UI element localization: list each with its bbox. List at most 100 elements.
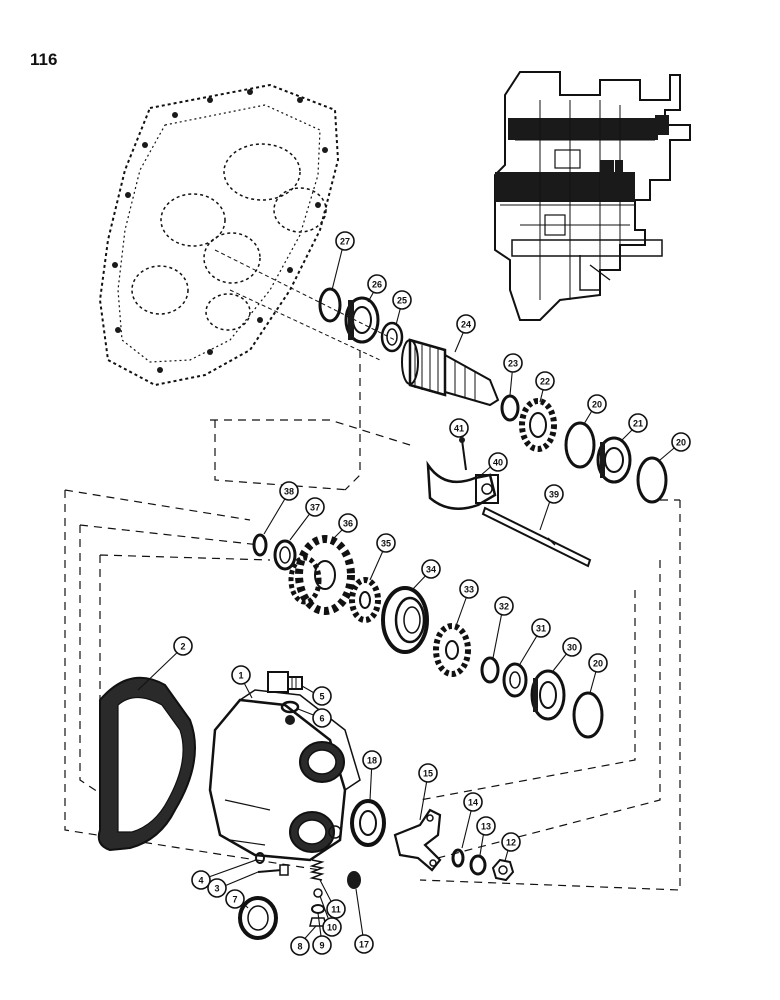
sectional-view [494, 71, 691, 321]
transmission-case-outline [98, 83, 396, 387]
callout-34: 34 [421, 559, 441, 579]
callout-label: 23 [508, 359, 518, 369]
callout-27: 27 [335, 231, 355, 251]
gear-22 [519, 398, 557, 452]
callout-20b: 20 [671, 432, 691, 452]
callout-40: 40 [488, 452, 508, 472]
bearing-31 [502, 662, 528, 698]
callout-label: 4 [198, 876, 203, 886]
callout-balloons: 2726252423222021204140393837363534333231… [173, 231, 691, 956]
callout-label: 20 [592, 400, 602, 410]
callout-label: 7 [232, 895, 237, 905]
callout-label: 30 [567, 643, 577, 653]
gear-33 [433, 623, 471, 677]
callout-label: 21 [633, 419, 643, 429]
callout-label: 25 [397, 296, 407, 306]
callout-label: 13 [481, 822, 491, 832]
elbow-fitting-5 [267, 671, 303, 693]
callout-label: 15 [423, 769, 433, 779]
callout-35: 35 [376, 533, 396, 553]
callout-label: 24 [461, 320, 471, 330]
callout-label: 3 [214, 884, 219, 894]
callout-label: 35 [381, 539, 391, 549]
bearing-21 [596, 436, 632, 484]
callout-label: 1 [238, 671, 243, 681]
callout-36: 36 [338, 513, 358, 533]
callout-label: 36 [343, 519, 353, 529]
callout-21: 21 [628, 413, 648, 433]
washer-37 [273, 539, 297, 571]
callout-label: 37 [310, 503, 320, 513]
sleeve-25 [380, 321, 404, 353]
callout-22: 22 [535, 371, 555, 391]
washer-32 [480, 656, 500, 684]
o-ring-6 [280, 700, 300, 714]
washer-13 [469, 854, 487, 876]
page-number: 116 [30, 50, 58, 69]
callout-20a: 20 [587, 394, 607, 414]
callout-4: 4 [191, 870, 211, 890]
gear-36 [288, 535, 355, 615]
callout-11: 11 [326, 899, 346, 919]
bearing-30 [530, 669, 566, 721]
callout-32: 32 [494, 596, 514, 616]
callout-8: 8 [290, 936, 310, 956]
callout-label: 8 [297, 942, 302, 952]
callout-label: 10 [327, 923, 337, 933]
callout-23: 23 [503, 353, 523, 373]
gasket-2 [97, 676, 196, 852]
washer-9 [311, 904, 325, 914]
callout-2: 2 [173, 636, 193, 656]
callout-6: 6 [312, 708, 332, 728]
callout-33: 33 [459, 579, 479, 599]
callout-label: 31 [536, 624, 546, 634]
callout-13: 13 [476, 816, 496, 836]
callout-label: 20 [593, 659, 603, 669]
shift-fork-40 [426, 437, 499, 510]
washer-4 [255, 852, 265, 864]
callout-label: 34 [426, 565, 436, 575]
callout-39: 39 [544, 484, 564, 504]
callout-30: 30 [562, 637, 582, 657]
callout-label: 9 [319, 941, 324, 951]
callout-label: 26 [372, 280, 382, 290]
callout-12: 12 [501, 832, 521, 852]
housing-1 [208, 689, 361, 862]
callout-label: 12 [506, 838, 516, 848]
callout-label: 32 [499, 602, 509, 612]
callout-20c: 20 [588, 653, 608, 673]
callout-41: 41 [449, 418, 469, 438]
seal-7 [238, 896, 278, 940]
callout-25: 25 [392, 290, 412, 310]
callout-7: 7 [225, 889, 245, 909]
callout-label: 20 [676, 438, 686, 448]
callout-1: 1 [231, 665, 251, 685]
nut-12 [491, 858, 515, 882]
callout-17: 17 [354, 934, 374, 954]
callout-15: 15 [418, 763, 438, 783]
callout-label: 2 [180, 642, 185, 652]
input-shaft-24 [401, 338, 500, 407]
callout-14: 14 [463, 792, 483, 812]
snap-ring-38 [252, 533, 268, 557]
callout-3: 3 [207, 878, 227, 898]
callout-label: 33 [464, 585, 474, 595]
callout-label: 17 [359, 940, 369, 950]
callout-label: 11 [331, 905, 341, 915]
bolt-3 [257, 864, 289, 876]
plug-17 [347, 871, 361, 889]
assembly-dashed-lines [64, 350, 681, 891]
callout-label: 27 [340, 237, 350, 247]
snap-ring-23 [500, 394, 520, 422]
ball-10 [313, 888, 323, 898]
snap-ring-20c [572, 691, 604, 739]
callout-31: 31 [531, 618, 551, 638]
callout-label: 6 [319, 714, 324, 724]
callout-9: 9 [312, 935, 332, 955]
snap-ring-20b [636, 456, 668, 504]
snap-ring-27 [318, 287, 342, 323]
seal-18 [350, 799, 386, 847]
gear-35 [349, 577, 381, 623]
snap-ring-20a [564, 421, 596, 469]
